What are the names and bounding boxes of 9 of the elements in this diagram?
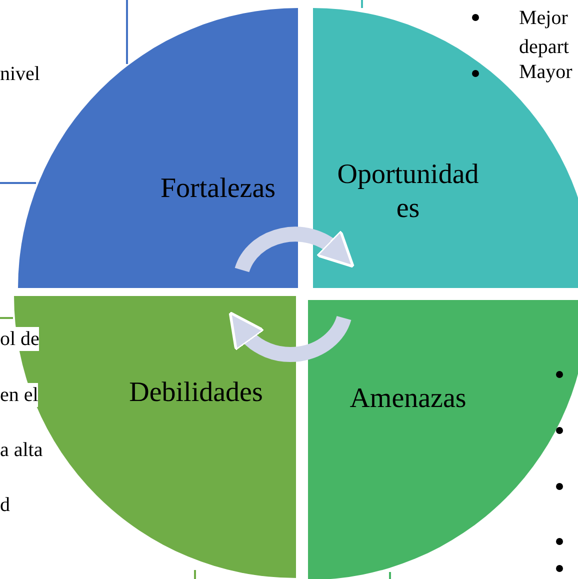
quadrant-title: Oportunidad es [336,158,480,226]
curved-arrow [227,312,352,362]
quadrant-title: Amenazas [348,382,468,416]
quadrant-segment [308,300,578,579]
quadrant-title: Debilidades [128,376,264,410]
text-fragment: ol de [0,327,40,351]
quadrant-title: Fortalezas [159,172,277,206]
text-fragment: en el [0,383,38,407]
quadrant-segment [313,8,578,288]
